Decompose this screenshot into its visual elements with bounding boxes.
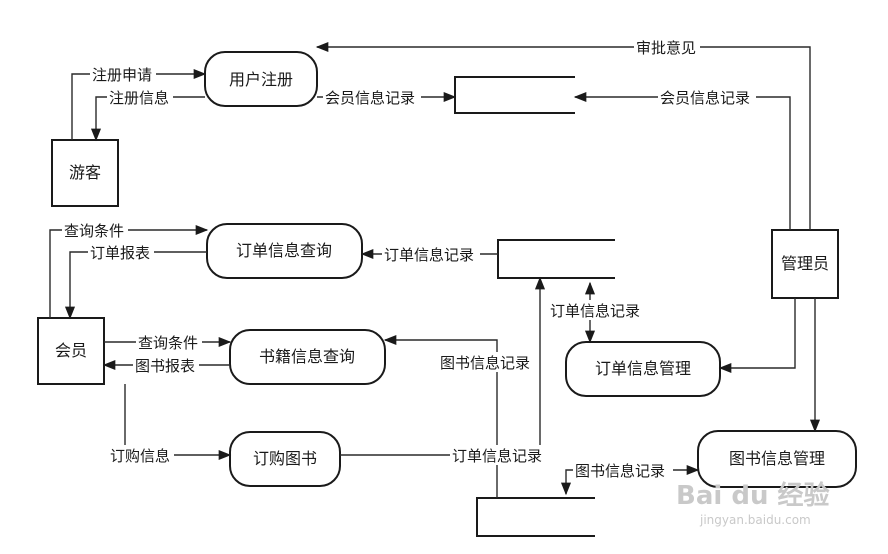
entity-member-label: 会员: [55, 341, 87, 360]
process-book-query-label: 书籍信息查询: [259, 347, 355, 366]
watermark-brand: Bai du 经验: [676, 480, 830, 511]
flow-label-register-request: 注册申请: [92, 66, 152, 84]
entity-admin-label: 管理员: [781, 254, 829, 273]
flow-order-report: [64, 251, 207, 320]
flow-label-approval: 审批意见: [636, 39, 696, 57]
process-order-query-label: 订单信息查询: [236, 241, 332, 260]
process-order-manage-label: 订单信息管理: [595, 359, 691, 378]
flow-label-query-cond-1: 查询条件: [64, 222, 124, 240]
flow-label-member-record-2: 会员信息记录: [660, 89, 750, 107]
flow-label-book-record-2: 图书信息记录: [575, 462, 665, 480]
flow-label-order-info: 订购信息: [110, 447, 170, 465]
flow-approval: [315, 41, 811, 230]
entity-admin: [771, 229, 839, 299]
process-book-query: [229, 329, 386, 385]
store-book-info: [476, 497, 595, 537]
flow-query-cond-1: [49, 224, 209, 318]
flow-label-order-record-1: 订单信息记录: [384, 246, 474, 264]
process-book-manage-label: 图书信息管理: [729, 449, 825, 468]
flow-label-order-record-3: 订单信息记录: [452, 447, 542, 465]
flow-label-member-record-1: 会员信息记录: [325, 89, 415, 107]
flow-order-info: [124, 384, 232, 461]
flow-label-book-record-1: 图书信息记录: [440, 354, 530, 372]
flow-label-query-cond-2: 查询条件: [138, 334, 198, 352]
flow-label-order-report: 订单报表: [90, 244, 150, 262]
flow-label-register-info: 注册信息: [109, 89, 169, 107]
flow-label-order-record-2: 订单信息记录: [550, 302, 640, 320]
flow-admin-order-manage: [718, 298, 796, 374]
watermark-url: jingyan.baidu.com: [699, 513, 811, 527]
store-order-info: [497, 239, 615, 279]
entity-visitor: [51, 139, 119, 207]
store-member-info: [454, 76, 575, 114]
process-book-manage: [697, 430, 857, 488]
entity-visitor-label: 游客: [69, 163, 101, 182]
flow-member-record-2: [573, 91, 791, 230]
process-user-register-label: 用户注册: [229, 70, 293, 89]
entity-member: [37, 317, 105, 385]
flow-register-request: [71, 68, 207, 140]
flow-label-book-report: 图书报表: [135, 357, 195, 375]
process-order-book-label: 订购图书: [253, 449, 317, 468]
